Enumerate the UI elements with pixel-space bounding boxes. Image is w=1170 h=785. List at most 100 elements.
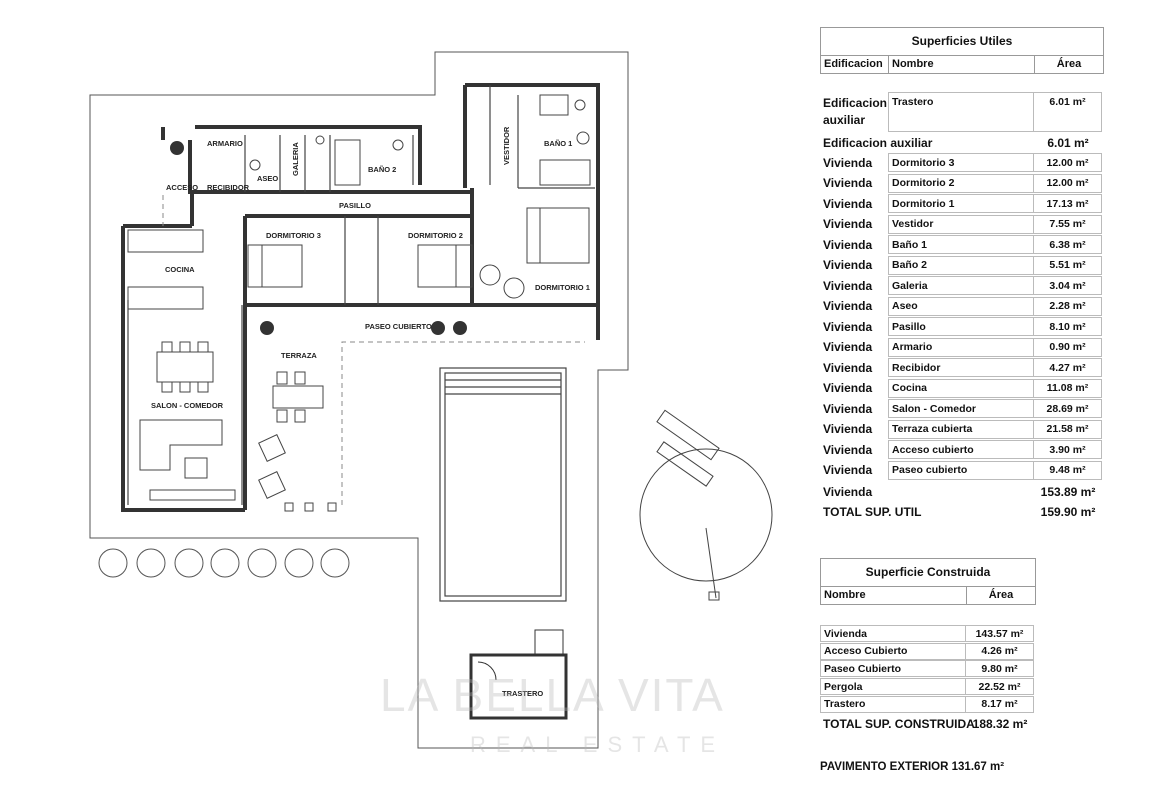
- label-salon: SALON - COMEDOR: [151, 401, 224, 410]
- round-umbrella: [639, 409, 773, 601]
- construida-row-name: Trastero: [820, 695, 966, 713]
- utiles-row-edif: Vivienda: [823, 381, 873, 395]
- utiles-row-name: Baño 2: [888, 255, 1034, 275]
- label-trastero: TRASTERO: [502, 689, 543, 698]
- utiles-row-edif: Vivienda: [823, 278, 873, 293]
- construida-total-label: TOTAL SUP. CONSTRUIDA: [823, 717, 975, 731]
- label-vestidor: VESTIDOR: [502, 126, 511, 165]
- label-dormitorio3: DORMITORIO 3: [266, 231, 321, 240]
- construida-row-area: 8.17 m²: [966, 695, 1034, 713]
- paseo-outline: [162, 195, 585, 505]
- construida-row-name: Vivienda: [820, 625, 966, 642]
- utiles-header-area: Área: [1056, 58, 1082, 70]
- utiles-subtotal-aux-area: 6.01 m²: [1047, 136, 1089, 150]
- utiles-row-edif: Vivienda: [823, 217, 873, 231]
- planter-row: [98, 548, 350, 578]
- utiles-row-area: 4.27 m²: [1034, 358, 1102, 377]
- utiles-row-name: Recibidor: [888, 358, 1034, 377]
- construida-row-area: 22.52 m²: [966, 678, 1034, 696]
- utiles-subtotal-aux-label: Edificacion auxiliar: [823, 136, 933, 150]
- utiles-row-edif: Vivienda: [823, 319, 873, 334]
- plant-icons: [170, 141, 467, 335]
- label-aseo: ASEO: [257, 174, 278, 183]
- label-armario: ARMARIO: [207, 139, 243, 148]
- utiles-cell-name: Trastero: [888, 92, 1034, 132]
- utiles-row-name: Vestidor: [888, 214, 1034, 234]
- utiles-row-area: 6.38 m²: [1034, 235, 1102, 254]
- construida-row-name: Paseo Cubierto: [820, 660, 966, 678]
- utiles-row-name: Cocina: [888, 378, 1034, 398]
- utiles-row-area: 9.48 m²: [1034, 460, 1102, 480]
- utiles-row-aux: Edificacion auxiliar Trastero 6.01 m²: [820, 92, 1102, 132]
- utiles-cell-area: 6.01 m²: [1034, 92, 1102, 132]
- utiles-row-edif: Vivienda: [823, 258, 873, 272]
- utiles-subtotal-viv-label: Vivienda: [823, 485, 873, 499]
- utiles-row-edif: Vivienda: [823, 196, 873, 211]
- utiles-title: Superficies Utiles: [820, 27, 1104, 56]
- utiles-row-name: Dormitorio 1: [888, 194, 1034, 213]
- construida-row-name: Pergola: [820, 678, 966, 696]
- utiles-row-name: Pasillo: [888, 317, 1034, 336]
- utiles-row-edif: Vivienda: [823, 155, 873, 170]
- utiles-header-nombre: Nombre: [889, 55, 1035, 73]
- utiles-header-edif: Edificacion: [821, 55, 889, 73]
- utiles-row-name: Dormitorio 2: [888, 173, 1034, 193]
- construida-total: TOTAL SUP. CONSTRUIDA 188.32 m²: [820, 715, 1034, 733]
- utiles-row-area: 3.04 m²: [1034, 276, 1102, 295]
- pavimento-exterior: PAVIMENTO EXTERIOR 131.67 m²: [820, 761, 1005, 773]
- construida-row-area: 4.26 m²: [966, 642, 1034, 660]
- utiles-row-area: 17.13 m²: [1034, 194, 1102, 213]
- utiles-row-name: Dormitorio 3: [888, 153, 1034, 172]
- utiles-row-edif: Vivienda: [823, 463, 873, 477]
- label-terraza: TERRAZA: [281, 351, 317, 360]
- utiles-row-area: 12.00 m²: [1034, 153, 1102, 172]
- construida-row-area: 143.57 m²: [966, 625, 1034, 642]
- label-dormitorio2: DORMITORIO 2: [408, 231, 463, 240]
- label-cocina: COCINA: [165, 265, 195, 274]
- construida-row-name: Acceso Cubierto: [820, 642, 966, 660]
- utiles-row-area: 3.90 m²: [1034, 440, 1102, 459]
- label-bano2: BAÑO 2: [368, 165, 396, 174]
- utiles-row-name: Galeria: [888, 276, 1034, 295]
- construida-total-area: 188.32 m²: [972, 717, 1028, 731]
- utiles-row-edif: Vivienda: [823, 299, 873, 313]
- utiles-row-area: 12.00 m²: [1034, 173, 1102, 193]
- utiles-row-area: 0.90 m²: [1034, 337, 1102, 357]
- utiles-row-area: 28.69 m²: [1034, 399, 1102, 418]
- utiles-row-edif: Vivienda: [823, 237, 873, 252]
- furniture: [127, 94, 591, 512]
- utiles-row-name: Terraza cubierta: [888, 419, 1034, 439]
- pool: [439, 367, 567, 602]
- utiles-row-name: Acceso cubierto: [888, 440, 1034, 459]
- label-paseo: PASEO CUBIERTO: [365, 322, 432, 331]
- utiles-row-name: Aseo: [888, 296, 1034, 316]
- label-galeria: GALERIA: [291, 142, 300, 176]
- utiles-row-edif: Vivienda: [823, 401, 873, 416]
- construida-row-area: 9.80 m²: [966, 660, 1034, 678]
- utiles-cell-edif: Edificacion auxiliar: [823, 96, 888, 127]
- utiles-total-area: 159.90 m²: [1040, 505, 1096, 519]
- utiles-total-label: TOTAL SUP. UTIL: [823, 505, 922, 519]
- utiles-row-name: Paseo cubierto: [888, 460, 1034, 480]
- utiles-total: TOTAL SUP. UTIL 159.90 m²: [820, 503, 1102, 521]
- utiles-header-row: Edificacion Nombre Área: [820, 55, 1104, 74]
- utiles-row-area: 21.58 m²: [1034, 419, 1102, 439]
- utiles-row-name: Salon - Comedor: [888, 399, 1034, 418]
